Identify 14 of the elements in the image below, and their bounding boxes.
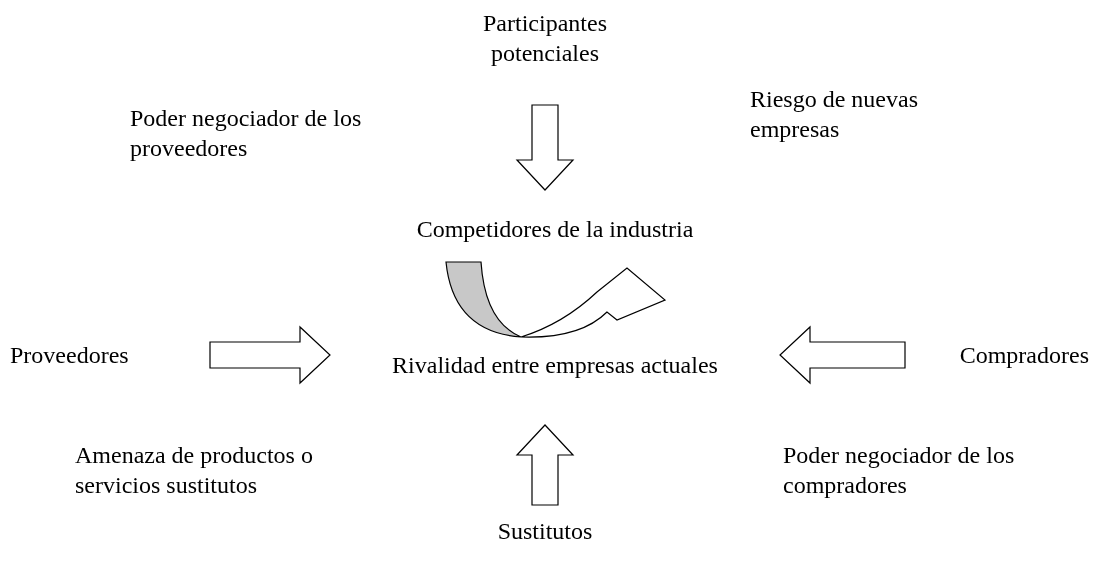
node-label: Sustitutos: [497, 517, 593, 546]
node-label: Proveedores: [10, 341, 129, 370]
node-title: Competidores de la industria: [415, 215, 695, 244]
force-label: Amenaza de productos o servicios sustitutos: [75, 441, 314, 500]
node-label: Rivalidad entre empresas actuales: [391, 351, 719, 380]
block-arrow: [515, 424, 575, 506]
block-arrow: [209, 325, 331, 385]
block-arrow: [779, 325, 906, 385]
force-label: Poder negociador de los compradores: [783, 441, 1016, 500]
node-label: Participantes potenciales: [482, 9, 608, 68]
node-label: Compradores: [959, 341, 1089, 370]
force-label: Riesgo de nuevas empresas: [750, 85, 919, 144]
block-arrow: [515, 104, 575, 191]
force-label: Poder negociador de los proveedores: [130, 104, 363, 163]
